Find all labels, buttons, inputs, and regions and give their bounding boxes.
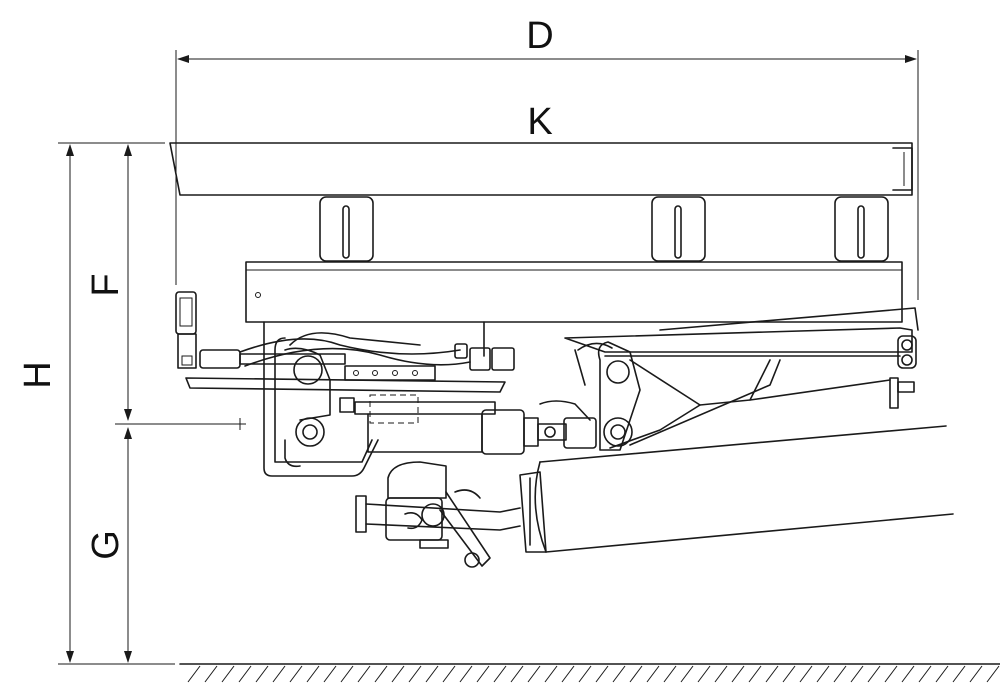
left-bracket [175,291,506,393]
ground-hatch-stroke [510,665,524,683]
ground-hatch-stroke [731,665,745,683]
ground-hatch-stroke [578,665,592,683]
ground-hatch-stroke [272,665,286,683]
top-platform [169,142,913,196]
ground-hatch-stroke [799,665,813,683]
ground-hatch-stroke [476,665,490,683]
ground-hatch-stroke [884,665,898,683]
ground-hatch-stroke [646,665,660,683]
ground-hatch-stroke [748,665,762,683]
dimension-g: G [85,418,246,663]
ground-hatch-stroke [544,665,558,683]
ground-hatch-stroke [340,665,354,683]
lower-tube [519,425,954,553]
ground-hatch-stroke [238,665,252,683]
ground-hatch-stroke [527,665,541,683]
ground-hatch-stroke [833,665,847,683]
dimension-g-label: G [85,530,127,560]
ground-hatch-stroke [442,665,456,683]
dimension-f-label: F [85,273,127,296]
ground-hatch-stroke [289,665,303,683]
dimension-d-label: D [526,15,553,57]
ground-hatch-stroke [697,665,711,683]
ground-hatch-stroke [187,665,201,683]
upper-hydraulic-cylinder [199,332,515,381]
ground-hatch-stroke [221,665,235,683]
ground-hatch-stroke [629,665,643,683]
ground-hatch-stroke [357,665,371,683]
ground-hatch-stroke [493,665,507,683]
ground-hatch-stroke [901,665,915,683]
ground-hatch-stroke [595,665,609,683]
ground-hatch-stroke [969,665,983,683]
ground-hatch-stroke [765,665,779,683]
ground-hatch-stroke [867,665,881,683]
dimension-f: F [85,144,132,421]
coupling-assembly [355,461,521,568]
ground-hatch-stroke [408,665,422,683]
ground-hatch-stroke [918,665,932,683]
lower-hydraulic-cylinder [339,394,597,455]
ground-hatch-stroke [816,665,830,683]
ground-hatch-stroke [561,665,575,683]
ground-hatch-stroke [986,665,1000,683]
ground-hatch-stroke [323,665,337,683]
dimension-d: D [175,15,919,300]
dimension-k: K [527,101,552,143]
ground-hatch-stroke [612,665,626,683]
ground-hatch-stroke [459,665,473,683]
ground-hatch-stroke [255,665,269,683]
ground-hatch-stroke [204,665,218,683]
main-frame-beam [245,261,903,323]
ground-hatch-stroke [663,665,677,683]
ground-hatch-stroke [850,665,864,683]
ground-hatch-stroke [391,665,405,683]
scissor-arms [564,307,919,451]
ground-hatch-stroke [374,665,388,683]
dimension-h: H [17,142,175,665]
dimension-h-label: H [17,361,59,388]
ground-hatch-stroke [952,665,966,683]
central-housing [263,321,485,477]
ground-hatch-stroke [714,665,728,683]
ground-hatch-stroke [306,665,320,683]
ground-line [179,663,1000,683]
dimension-k-label: K [527,101,552,143]
ground-hatch-stroke [680,665,694,683]
ground-hatch-stroke [935,665,949,683]
ground-hatch-stroke [782,665,796,683]
support-blocks [319,196,889,262]
ground-hatch-stroke [425,665,439,683]
